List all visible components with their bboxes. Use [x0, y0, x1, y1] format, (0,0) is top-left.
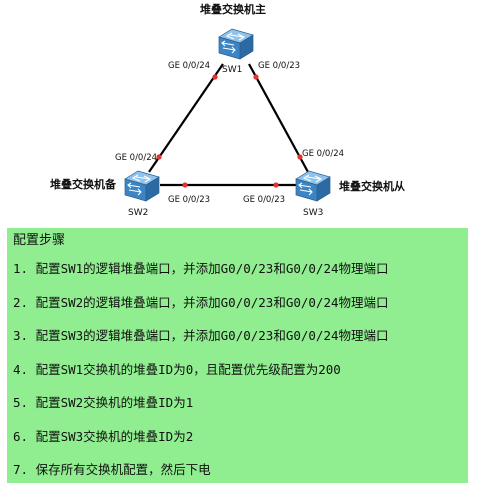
config-step-7: 7. 保存所有交换机配置，然后下电	[13, 462, 211, 477]
port-label-sw3-left: GE 0/0/23	[243, 195, 285, 205]
port-label-sw2-top: GE 0/0/24	[115, 153, 157, 163]
config-step-3: 3. 配置SW3的逻辑堆叠端口，并添加G0/0/23和G0/0/24物理端口	[13, 328, 389, 343]
switch-name-sw1: SW1	[222, 65, 242, 75]
switch-icon-sw2	[124, 170, 160, 202]
link-sw1-sw3	[248, 63, 309, 173]
stack-topology-diagram: SW1 SW2 SW3 堆叠交换机主 堆叠交换机备 堆叠交换机从 GE 0/0/…	[50, 2, 405, 218]
switch-name-sw2: SW2	[128, 208, 148, 218]
port-label-sw1-left: GE 0/0/24	[168, 61, 210, 71]
port-label-sw1-right: GE 0/0/23	[258, 61, 300, 71]
config-step-1: 1. 配置SW1的逻辑堆叠端口，并添加G0/0/23和G0/0/24物理端口	[13, 261, 389, 276]
config-step-2: 2. 配置SW2的逻辑堆叠端口，并添加G0/0/23和G0/0/24物理端口	[13, 294, 389, 310]
config-step-4: 4. 配置SW1交换机的堆叠ID为0，且配置优先级配置为200	[13, 361, 341, 377]
port-dot-sw1-right	[253, 74, 259, 80]
switch-icon-sw3	[295, 170, 331, 202]
port-dot-sw3-top	[297, 154, 303, 160]
port-label-sw2-right: GE 0/0/23	[168, 195, 210, 205]
port-dot-sw2-top	[156, 154, 162, 160]
switch-role-sw1: 堆叠交换机主	[200, 2, 266, 16]
switch-role-sw2: 堆叠交换机备	[50, 177, 117, 191]
switch-name-sw3: SW3	[303, 208, 323, 218]
config-steps-title: 配置步骤	[13, 233, 66, 248]
port-dot-sw2-right	[182, 182, 188, 188]
switch-role-sw3: 堆叠交换机从	[339, 179, 405, 193]
port-dot-sw3-left	[273, 182, 279, 188]
port-dot-sw1-left	[212, 74, 218, 80]
link-sw1-sw2	[148, 63, 224, 173]
port-label-sw3-top: GE 0/0/24	[302, 149, 344, 159]
switch-icon-sw1	[218, 28, 254, 60]
config-steps-panel: 配置步骤 1. 配置SW1的逻辑堆叠端口，并添加G0/0/23和G0/0/24物…	[7, 228, 468, 483]
config-step-6: 6. 配置SW3交换机的堆叠ID为2	[13, 428, 194, 444]
config-step-5: 5. 配置SW2交换机的堆叠ID为1	[13, 395, 194, 410]
